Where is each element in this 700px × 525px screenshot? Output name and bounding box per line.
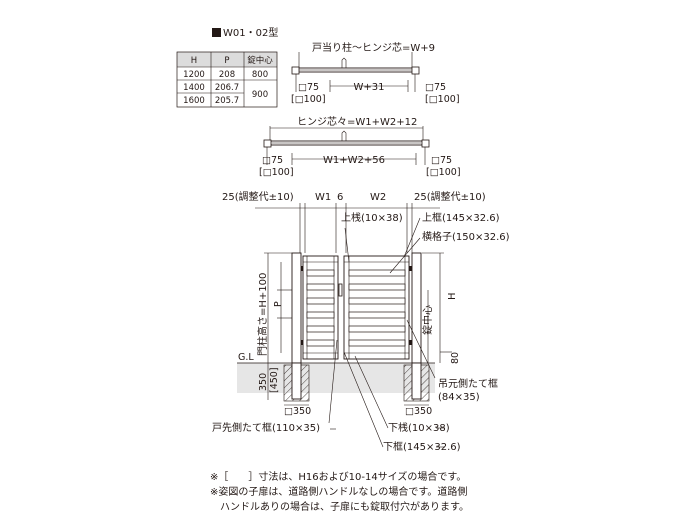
footing-left-size: □350 — [284, 406, 311, 417]
w1-label: W1 — [315, 192, 331, 203]
callout-hinge-frame: 吊元側たて框 — [438, 377, 498, 390]
slat — [306, 297, 335, 305]
model-title: W01・02型 — [223, 26, 278, 39]
table-cell: 900 — [252, 90, 268, 100]
post-height-label: 門柱高さ=H+100 — [256, 273, 269, 356]
slat — [348, 339, 406, 347]
footing-right-size: □350 — [405, 406, 432, 417]
plan-view-single: 戸当り柱～ヒンジ芯=W+9 W+31 □75 [□100] □75 [□100] — [291, 41, 460, 105]
plan1-title: 戸当り柱～ヒンジ芯=W+9 — [312, 41, 435, 54]
plan1-center-dim: W+31 — [354, 82, 385, 93]
note-line-1: ※［ ］寸法は、H16および10-14サイズの場合です。 — [210, 470, 466, 483]
plan1-left-size-alt: [□100] — [291, 94, 326, 105]
hinge-icon — [409, 340, 412, 345]
table-cell: 205.7 — [215, 96, 239, 106]
post-left-buried — [291, 362, 302, 400]
callout-bottom-rail-small: 下桟(10×38) — [388, 421, 450, 434]
handle-icon — [338, 283, 343, 297]
callout-horizontal-slat: 横格子(150×32.6) — [422, 230, 510, 243]
adjust-right-label: 25(調整代±10) — [414, 190, 486, 203]
slat — [306, 283, 335, 291]
hinge-icon — [409, 266, 412, 271]
slat — [348, 297, 406, 305]
ground-area — [237, 363, 435, 393]
title-square-icon — [212, 28, 221, 37]
note-line-3: ハンドルありの場合は、子扉にも錠取付穴があります。 — [210, 500, 469, 513]
slat — [306, 269, 335, 277]
post-left-plan-double — [263, 139, 272, 148]
gate-post-left — [291, 252, 302, 364]
table-cell: 1200 — [183, 70, 205, 80]
notes: ※［ ］寸法は、H16および10-14サイズの場合です。 ※姿図の子扉は、道路側… — [210, 470, 469, 513]
w2-label: W2 — [370, 192, 386, 203]
slat — [348, 269, 406, 277]
plan-view-double: ヒンジ芯々=W1+W2+12 W1+W2+56 □75 [□100] □75 [… — [259, 115, 461, 178]
depth-label: 350 — [258, 373, 269, 391]
post-right-plan-double — [421, 139, 430, 148]
plan1-left-size: □75 — [298, 82, 319, 93]
hinge-icon — [301, 266, 303, 271]
plan2-left-size-alt: [□100] — [259, 167, 294, 178]
slat — [348, 311, 406, 319]
table-cell: 1400 — [183, 83, 205, 93]
table-header-p: P — [224, 56, 229, 66]
gap-label: 6 — [337, 192, 343, 203]
h-dim-label: H — [447, 292, 458, 300]
slat — [348, 325, 406, 333]
depth-alt-label: [450] — [269, 367, 280, 393]
post-right-plan — [411, 66, 420, 75]
plan2-left-size: □75 — [262, 155, 283, 166]
table-header-lock: 錠中心 — [247, 55, 273, 66]
slat — [306, 325, 335, 333]
ground-line-label: G.L — [238, 352, 254, 363]
callout-hinge-frame-size: (84×35) — [438, 392, 480, 403]
table-cell: 800 — [252, 70, 268, 80]
plan1-right-size-alt: [□100] — [425, 94, 460, 105]
callout-top-rail-small: 上桟(10×38) — [341, 211, 403, 224]
slat — [306, 311, 335, 319]
table-cell: 206.7 — [215, 83, 239, 93]
plan2-title: ヒンジ芯々=W1+W2+12 — [297, 115, 417, 128]
plan2-right-size-alt: [□100] — [426, 167, 461, 178]
p-dim-label: P — [273, 301, 284, 307]
lock-center-label: 錠中心 — [421, 305, 434, 335]
adjust-left-label: 25(調整代±10) — [222, 190, 294, 203]
post-left-plan — [291, 66, 300, 75]
bottom-gap-label: 80 — [450, 352, 461, 364]
plan2-right-size: □75 — [431, 155, 452, 166]
note-line-2: ※姿図の子扉は、道路側ハンドルなしの場合です。道路側 — [210, 485, 467, 498]
hinge-icon — [301, 340, 303, 345]
table-cell: 208 — [219, 70, 235, 80]
spec-table: H P 錠中心 1200 208 800 1400 206.7 900 1600… — [176, 51, 278, 108]
slat — [348, 283, 406, 291]
table-cell: 1600 — [183, 96, 205, 106]
plan1-right-size: □75 — [425, 82, 446, 93]
post-right-buried — [411, 362, 422, 400]
callout-latch-frame: 戸先側たて框(110×35) — [212, 421, 320, 434]
slat — [306, 339, 335, 347]
callout-top-frame: 上框(145×32.6) — [422, 211, 500, 224]
table-header-h: H — [191, 56, 197, 66]
callout-bottom-frame: 下框(145×32.6) — [383, 440, 461, 453]
elevation-view: 25(調整代±10) 25(調整代±10) W1 6 W2 — [212, 190, 510, 453]
plan2-center-dim: W1+W2+56 — [323, 155, 385, 166]
